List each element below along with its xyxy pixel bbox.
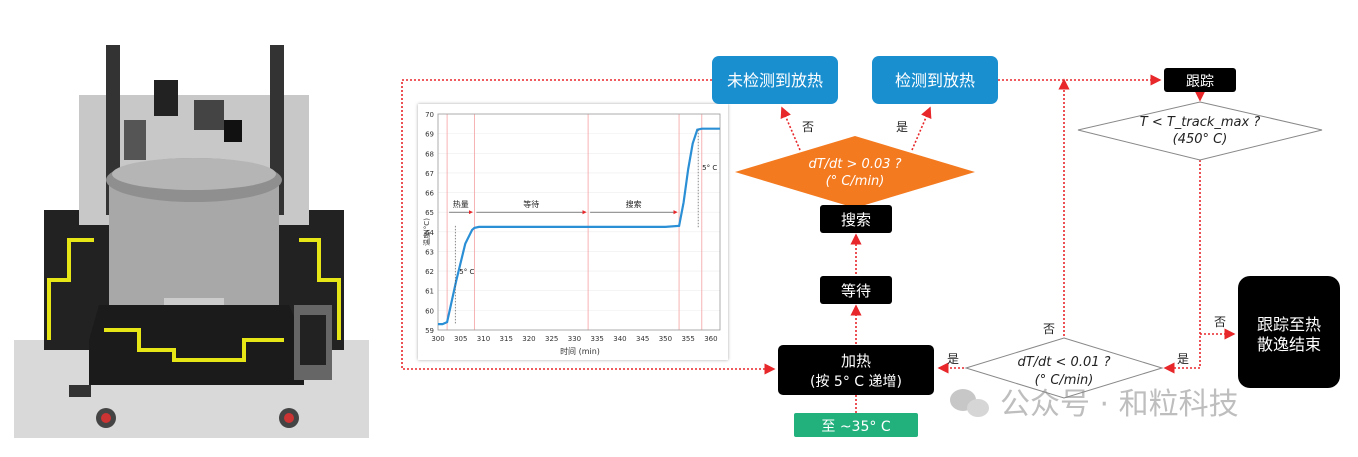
- connector-arrows: [401, 74, 1236, 413]
- y-tick-label: 67: [425, 170, 434, 178]
- x-axis-label: 时间 (min): [560, 346, 600, 356]
- y-tick-label: 65: [425, 209, 434, 217]
- low-no-label: 否: [1043, 322, 1055, 336]
- end-node: 跟踪至热 散逸结束: [1238, 276, 1340, 388]
- step-annotation: 5° C: [459, 268, 474, 276]
- x-tick-label: 350: [659, 335, 672, 343]
- search-label: 搜索: [841, 211, 871, 229]
- rate-decision-line2: (° C/min): [826, 174, 885, 189]
- track-no-label: 否: [1214, 315, 1226, 329]
- low-yes-label: 是: [1177, 352, 1189, 366]
- rate-decision: dT/dt > 0.03 ? (° C/min): [735, 136, 975, 208]
- x-tick-label: 305: [454, 335, 467, 343]
- heat-yes-label: 是: [947, 352, 959, 366]
- region-label: 等待: [523, 199, 539, 209]
- wait-node: 等待: [820, 276, 892, 304]
- region-label: 搜索: [626, 199, 642, 209]
- watermark-text: 公众号 · 和粒科技: [1000, 387, 1239, 422]
- x-tick-label: 360: [704, 335, 717, 343]
- instrument-photo: [14, 45, 369, 438]
- step-annotation: 5° C: [702, 164, 717, 172]
- end-line2: 散逸结束: [1257, 335, 1321, 354]
- chart-annotations: 5° C 5° C: [454, 129, 717, 325]
- start-label: 至 ~35° C: [821, 419, 890, 435]
- start-node: 至 ~35° C: [794, 413, 918, 437]
- end-line1: 跟踪至热: [1257, 315, 1321, 334]
- region-label: 热量: [453, 199, 469, 209]
- y-tick-label: 60: [425, 307, 434, 315]
- low-decision-line1: dT/dt < 0.01 ?: [1017, 355, 1110, 370]
- x-tick-label: 325: [545, 335, 558, 343]
- y-tick-label: 64: [425, 229, 434, 237]
- y-tick-label: 69: [425, 131, 434, 139]
- wechat-icon: [950, 389, 989, 417]
- y-tick-label: 70: [425, 111, 434, 119]
- track-decision: T < T_track_max ? (450° C): [1077, 101, 1323, 161]
- y-axis-label: 温度(°C): [422, 218, 431, 246]
- x-tick-label: 355: [681, 335, 694, 343]
- x-tick-label: 335: [591, 335, 604, 343]
- chart-axes: 59 60 61 62 63 64 65 66 67 68 69 70 300 305 310 315 320 3…: [425, 111, 721, 343]
- track-label: 跟踪: [1186, 74, 1214, 90]
- x-tick-label: 330: [568, 335, 581, 343]
- x-tick-label: 310: [477, 335, 490, 343]
- y-tick-label: 59: [425, 327, 434, 335]
- y-tick-label: 61: [425, 288, 434, 296]
- x-tick-label: 300: [431, 335, 444, 343]
- y-tick-label: 63: [425, 248, 434, 256]
- x-tick-label: 320: [522, 335, 535, 343]
- chart-series: [438, 127, 720, 326]
- detected-node: 检测到放热: [872, 56, 998, 104]
- undetected-node: 未检测到放热: [712, 56, 838, 104]
- watermark: 公众号 · 和粒科技: [950, 387, 1239, 422]
- heat-line1: 加热: [841, 352, 871, 370]
- yes-label: 是: [896, 120, 908, 134]
- y-tick-label: 66: [425, 190, 434, 198]
- track-decision-line2: (450° C): [1173, 132, 1228, 147]
- low-rate-decision: dT/dt < 0.01 ? (° C/min): [964, 337, 1164, 399]
- series-line: [438, 127, 720, 326]
- heat-line2: (按 5° C 递增): [810, 374, 902, 390]
- plot-frame: [437, 113, 721, 331]
- temperature-chart: 热量 等待 搜索 59 60 61 62 63 64 65 66 67 68 69 70 300 305 310…: [418, 104, 728, 360]
- low-decision-line2: (° C/min): [1035, 373, 1094, 388]
- x-tick-label: 315: [500, 335, 513, 343]
- search-node: 搜索: [820, 205, 892, 233]
- detected-label: 检测到放热: [895, 71, 975, 90]
- wait-label: 等待: [841, 282, 871, 300]
- no-label: 否: [802, 120, 814, 134]
- track-decision-line1: T < T_track_max ?: [1140, 115, 1261, 130]
- chart-regions: 热量 等待 搜索: [446, 114, 703, 330]
- y-tick-label: 62: [425, 268, 434, 276]
- undetected-label: 未检测到放热: [727, 71, 823, 90]
- rate-decision-line1: dT/dt > 0.03 ?: [808, 157, 901, 172]
- track-node: 跟踪: [1164, 68, 1236, 92]
- x-tick-label: 345: [636, 335, 649, 343]
- heat-node: 加热 (按 5° C 递增): [778, 345, 934, 395]
- y-tick-label: 68: [425, 150, 434, 158]
- x-tick-label: 340: [613, 335, 626, 343]
